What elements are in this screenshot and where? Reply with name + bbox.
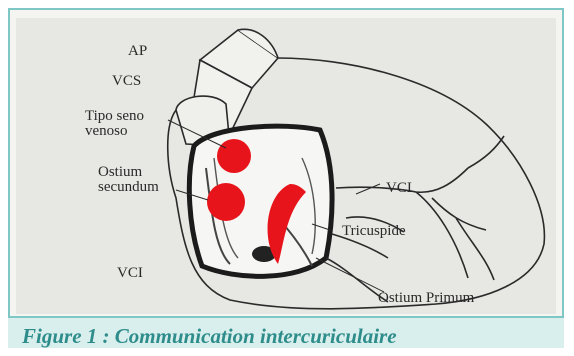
label-tipo-seno-line2: venoso xyxy=(85,124,128,139)
label-vci-left: VCI xyxy=(117,266,143,281)
ostium-secundum-defect xyxy=(207,183,245,221)
label-ap: AP xyxy=(128,44,147,59)
label-vcs: VCS xyxy=(112,74,141,89)
label-ostium-secundum-line2: secundum xyxy=(98,180,159,195)
sinus-venosus-defect xyxy=(217,139,251,173)
caption-bar: Figure 1 : Communication intercuriculair… xyxy=(8,316,564,348)
heart-diagram xyxy=(16,18,556,314)
label-tricuspide: Tricuspide xyxy=(342,224,406,239)
label-vci-right: VCI xyxy=(386,181,412,196)
label-ostium-primum: Ostium Primum xyxy=(378,291,474,306)
label-ostium-secundum-line1: Ostium xyxy=(98,165,142,180)
figure-caption: Figure 1 : Communication intercuriculair… xyxy=(22,324,397,349)
label-tipo-seno-line1: Tipo seno xyxy=(85,109,144,124)
coronary-vessels xyxy=(332,136,504,280)
